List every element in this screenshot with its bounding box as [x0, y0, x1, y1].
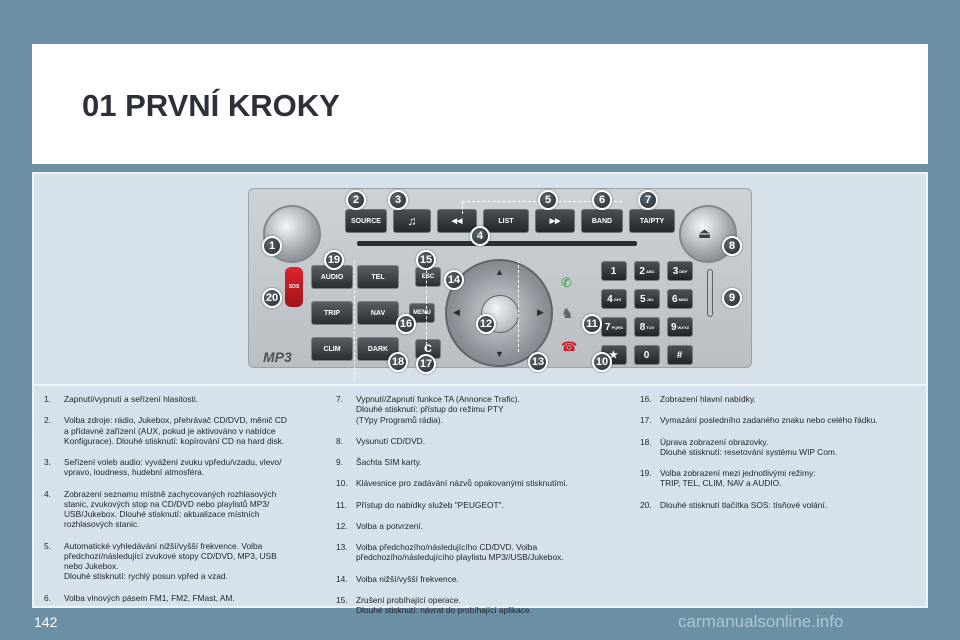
- list-button[interactable]: LIST: [483, 209, 529, 233]
- tel-button[interactable]: TEL: [357, 265, 399, 289]
- callout-1: 1: [262, 236, 282, 256]
- legend-item-19: 19.Volba zobrazení mezi jednotlivými rež…: [640, 468, 816, 489]
- callout-2: 2: [346, 190, 366, 210]
- callout-18: 18: [388, 352, 408, 372]
- callout-11: 11: [582, 314, 602, 334]
- arrow-down-icon[interactable]: ▼: [495, 349, 504, 359]
- legend-column-2: 7.Vypnutí/Zapnutí funkce TA (Annonce Tra…: [336, 394, 616, 626]
- watermark: carmanualsonline.info: [678, 612, 844, 631]
- legend-column-1: 1.Zapnutí/vypnutí a seřízení hlasitosti.…: [44, 394, 328, 614]
- callout-3: 3: [388, 190, 408, 210]
- callout-15: 15: [416, 250, 436, 270]
- legend-item-18: 18.Úprava zobrazení obrazovky. Dlouhé st…: [640, 436, 838, 457]
- leader-line: [462, 202, 463, 214]
- legend-item-7: 7.Vypnutí/Zapnutí funkce TA (Annonce Tra…: [336, 394, 520, 425]
- legend-item-1: 1.Zapnutí/vypnutí a seřízení hlasitosti.: [44, 394, 199, 404]
- legend-item-16: 16.Zobrazení hlavní nabídky.: [640, 394, 756, 404]
- callout-16: 16: [396, 314, 416, 334]
- dark-button[interactable]: DARK: [357, 337, 399, 361]
- callout-19: 19: [324, 250, 344, 270]
- legend-item-5: 5.Automatické vyhledávání nižší/vyšší fr…: [44, 540, 277, 582]
- callout-8: 8: [722, 236, 742, 256]
- legend-item-13: 13.Volba předchozího/následujícího CD/DV…: [336, 542, 564, 563]
- phone-hangup-icon[interactable]: ☎: [561, 339, 578, 354]
- key-hash[interactable]: #: [667, 345, 693, 365]
- callout-5: 5: [538, 190, 558, 210]
- arrow-left-icon[interactable]: ◀: [453, 307, 460, 317]
- legend-item-20: 20.Dlouhé stisknutí tlačítka SOS: tísňov…: [640, 499, 828, 510]
- radio-unit: ⏏ SOURCE ♫ ◀◀ LIST ▶▶ BAND TA/PTY SOS AU…: [248, 188, 752, 368]
- callout-6: 6: [592, 190, 612, 210]
- page-number: 142: [34, 614, 58, 630]
- legend-item-14: 14.Volba nižší/vyšší frekvence.: [336, 573, 459, 584]
- content-panel: ⏏ SOURCE ♫ ◀◀ LIST ▶▶ BAND TA/PTY SOS AU…: [32, 172, 928, 615]
- leader-line: [354, 260, 355, 380]
- callout-13: 13: [528, 352, 548, 372]
- trip-button[interactable]: TRIP: [311, 301, 353, 325]
- audio-settings-button[interactable]: ♫: [393, 209, 431, 233]
- eject-icon: ⏏: [698, 225, 712, 241]
- sos-button[interactable]: SOS: [285, 267, 303, 307]
- leader-line: [426, 260, 427, 350]
- phone-answer-icon[interactable]: ✆: [561, 275, 572, 290]
- arrow-right-icon[interactable]: ▶: [537, 307, 544, 317]
- legend-item-9: 9.Šachta SIM karty.: [336, 457, 422, 467]
- legend-column-3: 16.Zobrazení hlavní nabídky. 17.Vymazání…: [640, 394, 922, 521]
- callout-14: 14: [444, 270, 464, 290]
- legend-item-17: 17.Vymazání posledního zadaného znaku ne…: [640, 415, 878, 426]
- leader-line: [518, 260, 519, 352]
- eject-knob[interactable]: ⏏: [679, 205, 737, 263]
- callout-9: 9: [722, 288, 742, 308]
- callout-10: 10: [592, 352, 612, 372]
- callout-7: 7: [638, 190, 658, 210]
- seek-back-button[interactable]: ◀◀: [437, 209, 477, 233]
- page-title: 01 PRVNÍ KROKY: [82, 88, 340, 123]
- legend-item-6: 6.Volba vlnových pásem FM1, FM2, FMast, …: [44, 592, 235, 603]
- title-panel: 01 PRVNÍ KROKY: [32, 44, 928, 164]
- legend-item-10: 10.Klávesnice pro zadávání názvů opakova…: [336, 478, 568, 489]
- legend-item-12: 12.Volba a potvrzení.: [336, 520, 424, 531]
- nav-button[interactable]: NAV: [357, 301, 399, 325]
- callout-17: 17: [416, 354, 436, 374]
- legend-item-3: 3.Seřízení voleb audio: vyvážení zvuku v…: [44, 457, 282, 478]
- legend-item-4: 4.Zobrazení seznamu místně zachycovaných…: [44, 488, 277, 530]
- ta-pty-button[interactable]: TA/PTY: [629, 209, 675, 233]
- legend-item-15: 15.Zrušení probíhající operace. Dlouhé s…: [336, 594, 532, 615]
- callout-12: 12: [476, 314, 496, 334]
- band-button[interactable]: BAND: [581, 209, 623, 233]
- radio-illustration-area: ⏏ SOURCE ♫ ◀◀ LIST ▶▶ BAND TA/PTY SOS AU…: [34, 174, 926, 386]
- peugeot-services-icon[interactable]: ♞: [561, 305, 574, 321]
- esc-button[interactable]: ESC: [415, 267, 441, 287]
- key-0[interactable]: 0: [634, 345, 660, 365]
- callout-4: 4: [470, 226, 490, 246]
- arrow-up-icon[interactable]: ▲: [495, 267, 504, 277]
- seek-forward-button[interactable]: ▶▶: [535, 209, 575, 233]
- cd-slot[interactable]: [357, 241, 637, 246]
- menu-button[interactable]: MENU: [409, 303, 435, 323]
- mp3-logo: MP3: [263, 349, 292, 365]
- callout-20: 20: [262, 288, 282, 308]
- legend-item-8: 8.Vysunutí CD/DVD.: [336, 435, 426, 446]
- clim-button[interactable]: CLIM: [311, 337, 353, 361]
- legend-item-2: 2.Volba zdroje: rádio, Jukebox, přehráva…: [44, 415, 287, 446]
- sim-card-slot[interactable]: [707, 269, 713, 317]
- legend-item-11: 11.Přístup do nabídky služeb "PEUGEOT".: [336, 499, 504, 510]
- source-button[interactable]: SOURCE: [345, 209, 387, 233]
- key-1[interactable]: 1: [601, 261, 627, 281]
